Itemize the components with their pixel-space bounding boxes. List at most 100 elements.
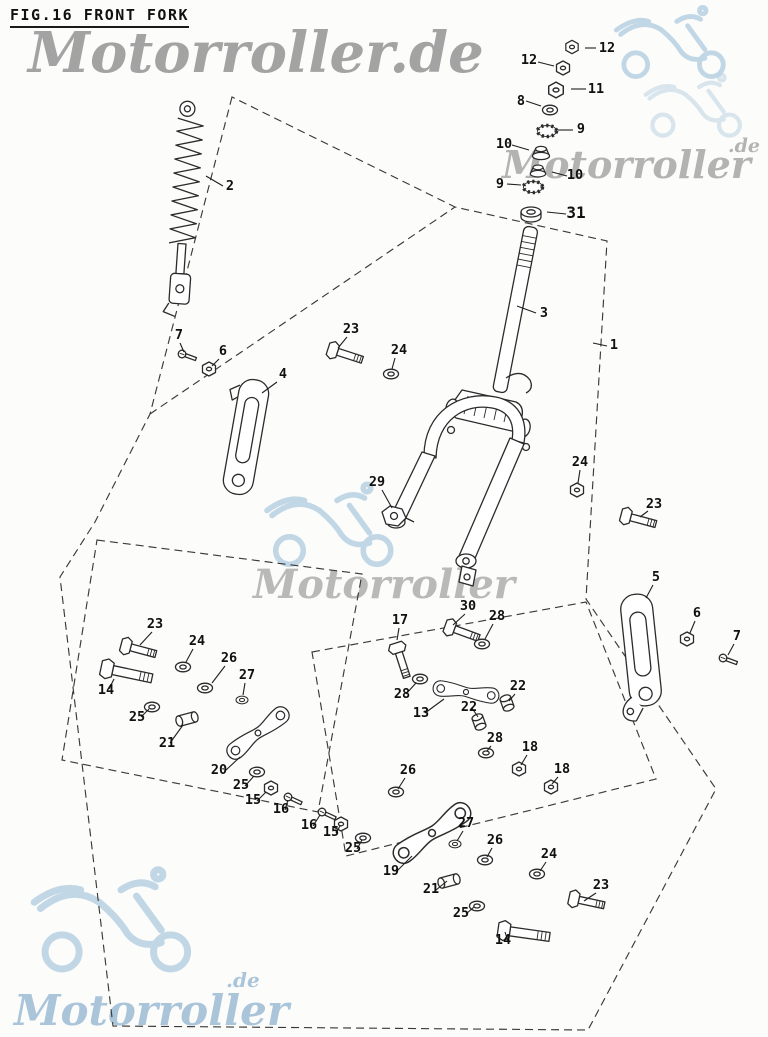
part-label: 8: [517, 93, 525, 109]
part-label: 29: [369, 474, 385, 490]
screw: [316, 806, 338, 823]
washer: [143, 701, 161, 713]
part-label: 27: [458, 815, 474, 831]
part-label: 23: [343, 321, 359, 337]
part-label: 18: [554, 761, 570, 777]
part-label: 14: [495, 932, 511, 948]
figure-title: FIG.16 FRONT FORK: [10, 6, 190, 28]
part-label: 24: [189, 633, 205, 649]
part-label: 2: [226, 178, 234, 194]
washer: [382, 368, 400, 380]
bearing-race: [521, 179, 545, 195]
part-label: 15: [323, 824, 339, 840]
part-label: 16: [301, 817, 317, 833]
bolt: [386, 639, 417, 681]
washer: [248, 766, 266, 778]
part-label: 24: [391, 342, 407, 358]
part-label: 5: [652, 569, 660, 585]
watermark-bottom-suffix: .de: [226, 968, 260, 992]
washer: [476, 854, 494, 866]
washer: [411, 673, 429, 685]
screw: [176, 348, 198, 364]
part-label: 25: [129, 709, 145, 725]
part-label: 27: [239, 667, 255, 683]
steering-head-parts: [520, 39, 579, 223]
part-label: 21: [159, 735, 175, 751]
part-label: 28: [489, 608, 505, 624]
bearing-cone: [531, 145, 551, 161]
scooter-logo-right: [646, 75, 740, 136]
part-31-dust-seal: [520, 206, 542, 223]
part-label: 24: [572, 454, 588, 470]
nut: [569, 482, 585, 498]
bushing: [470, 711, 488, 733]
washer: [448, 839, 462, 849]
bearing-race: [535, 123, 559, 139]
assembly-outline-center-box: [311, 601, 657, 857]
watermark-right-suffix: .de: [728, 135, 760, 157]
part-label: 9: [496, 176, 504, 192]
bolt: [118, 635, 159, 664]
washer: [528, 868, 546, 880]
part-label: 25: [345, 840, 361, 856]
washer: [235, 695, 249, 705]
part-label: 23: [646, 496, 662, 512]
scooter-logo-center: [267, 484, 391, 564]
part-label: 28: [394, 686, 410, 702]
scooter-logo-bottom-left: [34, 870, 187, 969]
washer: [387, 786, 405, 798]
nut: [543, 779, 559, 795]
part-label: 22: [461, 699, 477, 715]
part-label: 7: [175, 327, 183, 343]
part-label: 11: [588, 81, 604, 97]
part-4-link-plate: [222, 378, 270, 496]
part-label: 26: [487, 832, 503, 848]
part-label: 19: [383, 863, 399, 879]
assembly-outline-diagonal: [149, 206, 456, 415]
part-label: 25: [233, 777, 249, 793]
watermark-center-text: Motorroller: [251, 561, 518, 608]
part-label: 9: [577, 121, 585, 137]
part-label: 28: [487, 730, 503, 746]
part-label: 10: [567, 167, 583, 183]
part-label: 24: [541, 846, 557, 862]
part-label: 31: [566, 203, 585, 222]
part-label: 7: [733, 628, 741, 644]
part-label: 21: [423, 881, 439, 897]
nut: [511, 761, 527, 777]
scooter-logo-top-right: [616, 7, 723, 76]
nut: [263, 780, 279, 796]
part-label: 18: [522, 739, 538, 755]
part-label: 12: [521, 52, 537, 68]
part-label: 22: [510, 678, 526, 694]
lock-nut: [565, 39, 579, 55]
washer: [477, 747, 495, 759]
part-label: 16: [273, 801, 289, 817]
part-2-shock-spring: [162, 100, 204, 318]
part-label: 26: [221, 650, 237, 666]
watermark-top-text: Motorroller.de: [26, 20, 484, 86]
part-label: 10: [496, 136, 512, 152]
bolt: [324, 339, 366, 370]
washer: [473, 638, 491, 650]
part-label: 13: [413, 705, 429, 721]
part-label: 20: [211, 762, 227, 778]
part-5-link-plate: [620, 593, 662, 722]
leader-lines: [108, 47, 735, 942]
part-label: 14: [98, 682, 114, 698]
part-label: 4: [279, 366, 287, 382]
washer: [541, 104, 559, 116]
part-label: 3: [540, 305, 548, 321]
part-label: 12: [599, 40, 615, 56]
part-29-bracket: [381, 505, 415, 527]
part-label: 23: [593, 877, 609, 893]
part-label: 15: [245, 792, 261, 808]
part-label: 26: [400, 762, 416, 778]
steering-nut: [547, 81, 565, 99]
part-3-steering-stem-fork: [386, 225, 539, 587]
washer: [174, 661, 192, 673]
assembly-outline-main: [59, 96, 717, 1031]
part-label: 30: [460, 598, 476, 614]
